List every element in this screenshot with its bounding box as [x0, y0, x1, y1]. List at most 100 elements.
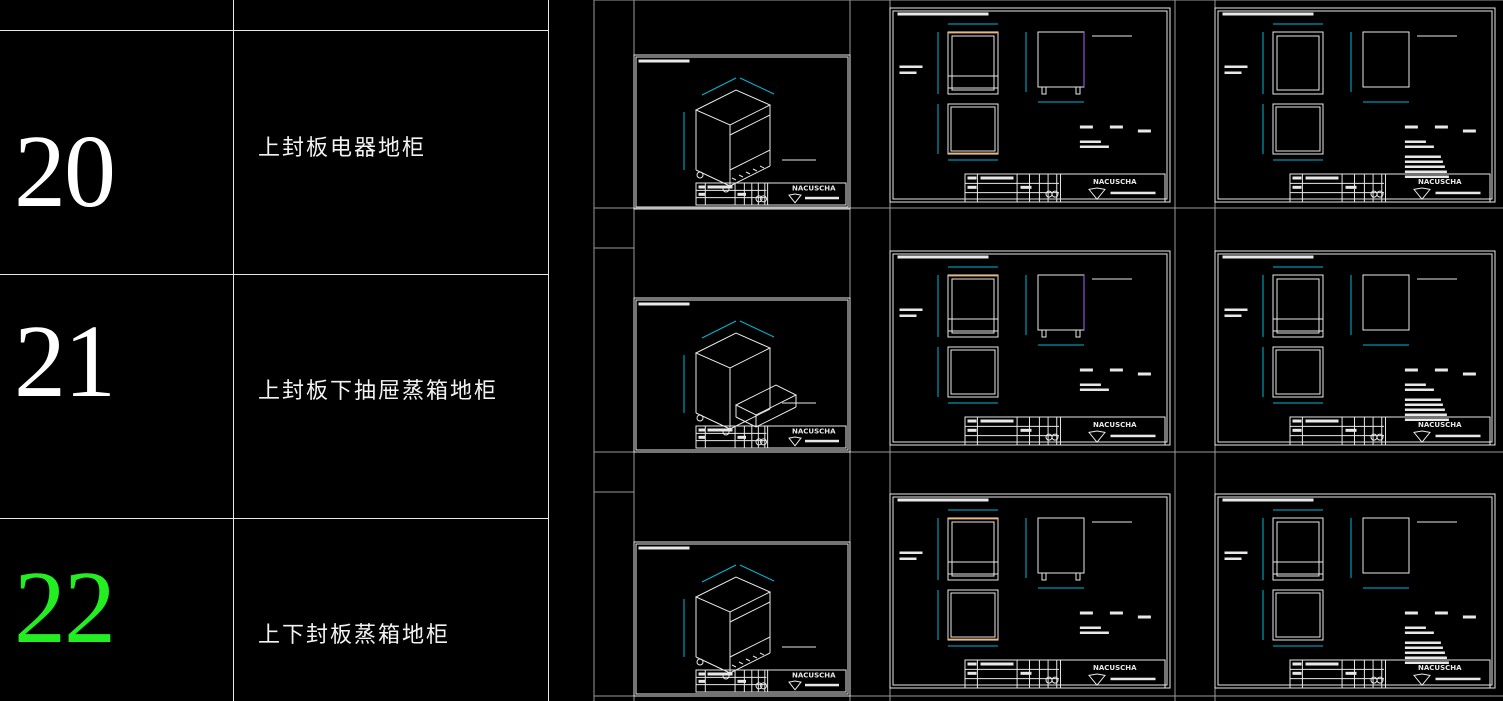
iso-sheet-frame: [633, 297, 851, 453]
note-text: [1079, 140, 1101, 143]
note-text: [1079, 388, 1109, 391]
note-text: [1224, 65, 1248, 68]
title-block-fill: [980, 662, 1014, 666]
title-block-brand: NACUSCHA: [1418, 664, 1462, 672]
ortho-sheet-inner: [1217, 10, 1493, 200]
side-view-leg: [1041, 86, 1047, 95]
title-block-symbol: [1051, 676, 1059, 684]
title-block-fill: [1110, 191, 1156, 195]
front-view-inner: [1276, 521, 1320, 577]
title-block-fill: [967, 662, 977, 666]
title-block-fill: [707, 672, 733, 676]
note-text: [1404, 388, 1434, 391]
note-mark: [1434, 611, 1448, 615]
title-block-fill: [698, 679, 706, 683]
table-hline-top: [0, 30, 549, 31]
title-block-logo-icon: [1413, 673, 1431, 686]
front-view-inner: [1276, 278, 1320, 334]
ortho-sheet-frame: [889, 493, 1171, 689]
note-text: [1404, 626, 1426, 629]
ortho-sheet-title-bar: [1222, 255, 1314, 259]
row-number-22[interactable]: 22: [14, 550, 116, 665]
title-block-symbol: [1045, 190, 1053, 198]
table-hline-1: [0, 274, 549, 275]
title-block-fill: [1020, 185, 1032, 189]
side-view-leg: [1041, 329, 1047, 338]
note-text: [1404, 418, 1449, 421]
side-view-leg: [1041, 572, 1047, 581]
title-block-fill: [980, 176, 1014, 180]
note-mark: [1137, 129, 1151, 133]
title-block-brand: NACUSCHA: [1093, 421, 1137, 429]
cabinet-drawer: [735, 416, 757, 428]
top-view: [1272, 589, 1324, 641]
title-block-brand: NACUSCHA: [792, 185, 836, 193]
note-text: [1079, 145, 1109, 148]
title-block-fill: [967, 671, 977, 675]
cabinet-vent: [738, 661, 744, 665]
iso-sheet-frame: [633, 54, 851, 210]
front-view: [947, 31, 999, 95]
note-text: [1404, 646, 1443, 649]
cabinet-vent: [752, 168, 758, 172]
side-view: [1362, 517, 1410, 574]
title-block-fill: [1292, 671, 1302, 675]
title-block-fill: [1345, 671, 1357, 675]
front-view-inner: [951, 35, 995, 91]
ortho-sheet-inner: [892, 253, 1168, 443]
title-block-fill: [707, 185, 733, 189]
table-vline-mid: [233, 0, 234, 701]
note-text: [1404, 175, 1449, 178]
note-text: [1404, 145, 1434, 148]
note-text: [1404, 155, 1441, 158]
note-text: [1224, 314, 1242, 317]
side-view-leg: [1075, 86, 1081, 95]
title-block-symbol: [760, 195, 767, 203]
title-block-symbol: [1376, 676, 1384, 684]
front-view: [947, 517, 999, 581]
title-block-symbol: [755, 438, 763, 446]
title-block-symbol: [1051, 190, 1059, 198]
row-number-20: 20: [14, 114, 116, 229]
title-block-symbol: [1045, 433, 1053, 441]
title-block-symbol: [1370, 433, 1378, 441]
title-block-logo-icon: [1088, 673, 1106, 686]
dimension-line: [739, 77, 775, 95]
cabinet-panel: [729, 636, 771, 658]
note-text: [1404, 383, 1426, 386]
note-text: [899, 551, 923, 554]
title-block-fill: [805, 683, 839, 687]
top-view: [947, 346, 999, 398]
note-text: [1404, 165, 1445, 168]
title-block-fill: [1305, 662, 1339, 666]
cabinet-panel: [729, 149, 771, 171]
title-block-symbol: [755, 682, 763, 690]
note-text: [899, 314, 917, 317]
ortho-sheet-frame: [889, 7, 1171, 203]
title-block-fill: [1305, 176, 1339, 180]
ortho-sheet-inner: [892, 496, 1168, 686]
note-mark: [1404, 611, 1418, 615]
top-view-inner: [950, 106, 996, 152]
note-text: [1404, 398, 1441, 401]
top-view-inner: [1275, 592, 1321, 638]
note-text: [1079, 626, 1101, 629]
side-view: [1362, 31, 1410, 88]
note-mark: [1404, 368, 1418, 372]
iso-sheet-inner: [635, 543, 849, 695]
top-view: [1272, 346, 1324, 398]
title-block-fill: [698, 428, 706, 432]
cabinet-vent: [745, 658, 751, 662]
cabinet-panel: [729, 114, 771, 136]
note-text: [899, 308, 923, 311]
front-view: [1272, 274, 1324, 338]
note-text: [1224, 308, 1248, 311]
title-block-fill: [707, 428, 733, 432]
note-mark: [1079, 125, 1093, 129]
title-block-fill: [698, 192, 706, 196]
cabinet-vent: [731, 177, 737, 181]
note-text: [1224, 71, 1242, 74]
note-mark: [1137, 615, 1151, 619]
dimension-line: [701, 320, 737, 339]
